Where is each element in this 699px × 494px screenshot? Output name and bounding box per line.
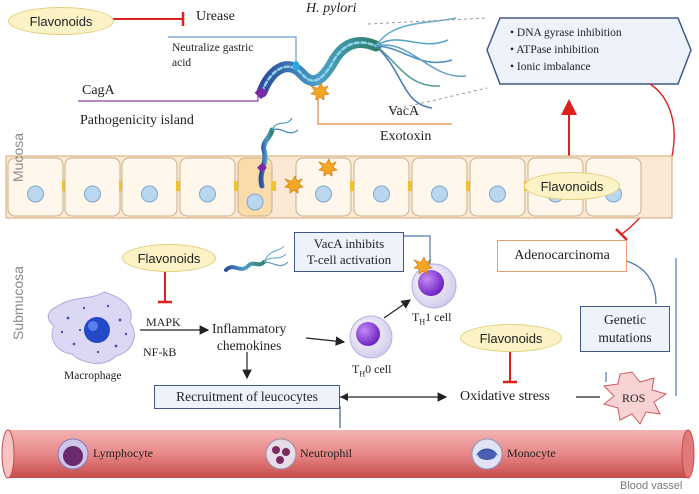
- arrow-head-icon: [340, 393, 348, 401]
- cell-nucleus-icon: [373, 185, 390, 203]
- chemokines-to-th0-arrow: [305, 336, 346, 346]
- ros-label: ROS: [622, 391, 646, 405]
- cell-nucleus-icon: [489, 185, 506, 203]
- urease-function-label: Neutralize gastric acid: [172, 41, 253, 71]
- mechanism-item: • Ionic imbalance: [510, 61, 591, 73]
- vaca-inhibits-line-2: T-cell activation: [306, 252, 392, 267]
- flavonoids-oxidative-badge: Flavonoids: [460, 324, 562, 352]
- vaca-toxin-icon: [318, 158, 338, 177]
- mechanism-hexagon: [486, 17, 692, 85]
- free-bacterium-icon: [224, 245, 289, 272]
- cell-nucleus-icon: [431, 185, 448, 203]
- chemokines-line-2: chemokines: [216, 338, 282, 353]
- flavonoids-mechanism-badge: Flavonoids: [524, 172, 620, 200]
- vaca-inhibits-line-1: VacA inhibits: [313, 236, 385, 251]
- cell-nucleus-icon: [27, 185, 44, 203]
- mechanism-list: • DNA gyrase inhibition • ATPase inhibit…: [510, 25, 622, 76]
- cell-nucleus-icon: [84, 185, 101, 203]
- macrophage-icon: [47, 291, 135, 364]
- neutrophil-icon: [265, 438, 297, 470]
- urease-function-line-1: Neutralize gastric: [172, 42, 254, 54]
- caga-desc: Pathogenicity island: [80, 113, 194, 128]
- macrophage-label: Macrophage: [64, 370, 122, 382]
- genetic-line-1: Genetic: [604, 312, 646, 327]
- vaca-inhibit-connector: [404, 235, 431, 264]
- monocyte-icon: [471, 438, 503, 470]
- nfkb-label: NF-kB: [143, 345, 177, 359]
- adenocarcinoma-box: Adenocarcinoma: [497, 240, 627, 272]
- urease-pointer-line: [168, 36, 297, 64]
- vaca-label: VacA: [388, 104, 420, 119]
- mapk-label: MAPK: [146, 315, 181, 329]
- tight-junction-icon: [466, 181, 471, 191]
- vaca-toxin-icon: [284, 175, 304, 194]
- tight-junction-icon: [176, 181, 181, 191]
- neutrophil-label: Neutrophil: [300, 446, 352, 460]
- cell-nucleus-icon: [141, 185, 158, 203]
- th0-cell-icon: [349, 315, 393, 359]
- lymphocyte-icon: [57, 438, 89, 470]
- blood-vessel: [1, 429, 695, 479]
- monocyte-label: Monocyte: [507, 446, 556, 460]
- zoom-line-top: [367, 17, 488, 25]
- genetic-mutations-box: Genetic mutations: [580, 306, 670, 352]
- ros-burst-icon: [602, 371, 668, 425]
- urease-function-line-2: acid: [172, 57, 192, 69]
- attached-bacterium-icon: [257, 117, 299, 189]
- zoom-line-bottom: [391, 87, 488, 111]
- lymphocyte-label: Lymphocyte: [93, 446, 153, 460]
- caga-label: CagA: [82, 83, 115, 98]
- inhibit-bar-icon: [615, 228, 628, 241]
- tight-junction-icon: [234, 181, 239, 191]
- recruitment-box: Recruitment of leucocytes: [154, 385, 340, 409]
- mechanism-item: • DNA gyrase inhibition: [510, 27, 622, 39]
- th0-label: TH0 cell: [352, 362, 392, 379]
- genetic-line-2: mutations: [598, 330, 652, 345]
- th0-to-th1-arrow: [383, 299, 411, 319]
- chemokines-line-1: Inflammatory: [212, 321, 287, 336]
- oxidative-stress-label: Oxidative stress: [460, 389, 550, 404]
- h-pylori-bacterium-icon: [254, 17, 467, 109]
- mucosa-label: Mucosa: [10, 132, 26, 182]
- blood-vessel-label: Blood vassel: [620, 480, 683, 492]
- th1-cell-icon: [411, 256, 457, 309]
- chemokines-label: Inflammatory chemokines: [212, 320, 286, 354]
- submucosa-label: Submucosa: [10, 266, 26, 340]
- caga-pointer-line: [78, 95, 259, 102]
- h-pylori-title: H. pylori: [306, 1, 357, 16]
- tight-junction-icon: [271, 181, 276, 191]
- th1-label: TH1 cell: [412, 310, 452, 327]
- vaca-pointer-line: [317, 96, 452, 125]
- vaca-desc: Exotoxin: [380, 129, 432, 144]
- mechanism-item: • ATPase inhibition: [510, 44, 600, 56]
- tight-junction-icon: [408, 181, 413, 191]
- tight-junction-icon: [350, 181, 355, 191]
- vaca-inhibits-box: VacA inhibits T-cell activation: [294, 232, 404, 272]
- cell-nucleus-icon: [199, 185, 216, 203]
- flavonoids-mapk-badge: Flavonoids: [122, 244, 216, 272]
- urease-label: Urease: [196, 9, 235, 24]
- cell-nucleus-icon: [315, 185, 332, 203]
- cell-nucleus-icon: [246, 193, 264, 211]
- flavonoids-urease-badge: Flavonoids: [8, 7, 114, 35]
